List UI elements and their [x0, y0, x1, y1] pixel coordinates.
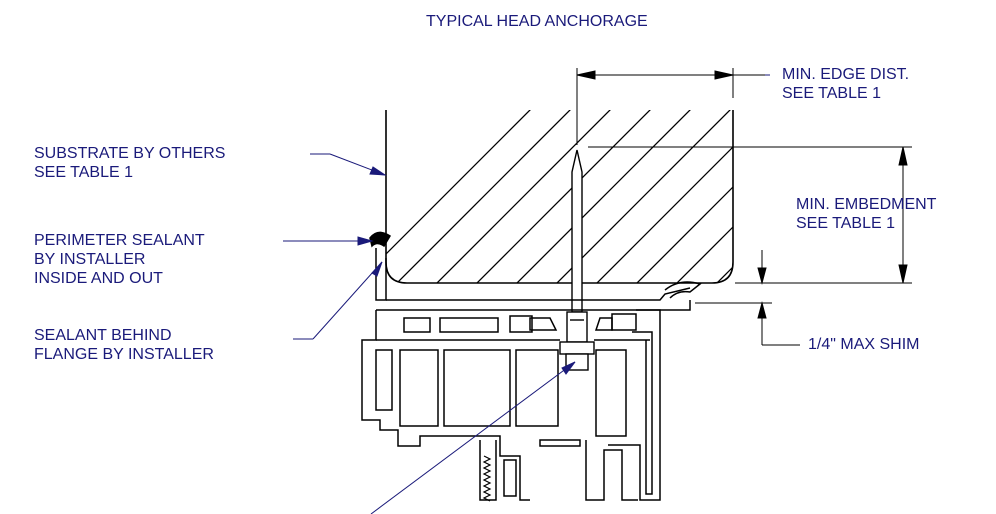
perimeter-sealant-line-3: INSIDE AND OUT [34, 270, 163, 287]
edge-distance-line-1: MIN. EDGE DIST. [782, 66, 910, 83]
perimeter-sealant-line-2: BY INSTALLER [34, 251, 146, 268]
edge-distance-line-2: SEE TABLE 1 [782, 85, 882, 102]
window-frame-extrusion [361, 231, 702, 501]
fastener-screw [559, 149, 595, 371]
embedment-note: MIN. EMBEDMENT SEE TABLE 1 [796, 195, 936, 233]
drawing-title: TYPICAL HEAD ANCHORAGE [426, 13, 648, 30]
flange-sealant-line-2: FLANGE BY INSTALLER [34, 346, 214, 363]
edge-distance-note: MIN. EDGE DIST. SEE TABLE 1 [782, 65, 909, 103]
shim-note: 1/4" MAX SHIM [808, 335, 919, 354]
perimeter-sealant-line-1: PERIMETER SEALANT [34, 232, 205, 249]
embedment-dimension [588, 146, 912, 284]
embedment-line-2: SEE TABLE 1 [796, 215, 896, 232]
flange-sealant-line-1: SEALANT BEHIND [34, 327, 172, 344]
perimeter-sealant-note: PERIMETER SEALANT BY INSTALLER INSIDE AN… [34, 231, 205, 288]
substrate-line-1: SUBSTRATE BY OTHERS [34, 145, 226, 162]
edge-distance-dimension [576, 68, 765, 145]
shim-line-1: 1/4" MAX SHIM [808, 336, 920, 353]
embedment-line-1: MIN. EMBEDMENT [796, 196, 937, 213]
leader-lines [283, 74, 770, 514]
flange-sealant-note: SEALANT BEHIND FLANGE BY INSTALLER [34, 326, 214, 364]
substrate-line-2: SEE TABLE 1 [34, 164, 134, 181]
substrate-note: SUBSTRATE BY OTHERS SEE TABLE 1 [34, 144, 225, 182]
shim-dimension [695, 250, 800, 346]
serrated-leg [482, 455, 492, 502]
